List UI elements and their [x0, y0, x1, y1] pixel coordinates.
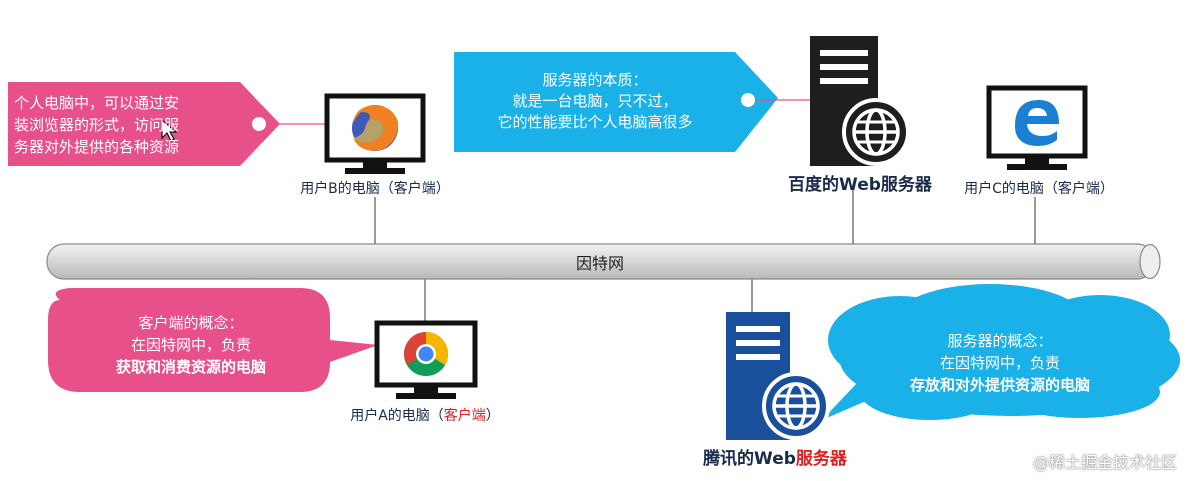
server-globe-icon	[762, 372, 830, 440]
callout-line: 就是一台电脑，只不过，	[512, 92, 678, 110]
firefox-icon	[352, 105, 399, 151]
callout-line: 装浏览器的形式，访问服	[14, 116, 180, 134]
baidu-server-label: 百度的Web服务器	[788, 175, 932, 195]
user-a-label-highlight: 客户端	[443, 408, 486, 424]
user-a-label-prefix: 用户A的电脑（	[350, 408, 444, 424]
internet-label: 因特网	[575, 254, 624, 273]
callout-line: 在因特网中，负责	[130, 336, 251, 354]
callout-personal-pc-shape	[8, 82, 327, 166]
callout-line: 它的性能要比个人电脑高很多	[497, 113, 693, 131]
callout-line: 存放和对外提供资源的电脑	[909, 376, 1090, 394]
user-b-label: 用户B的电脑（客户端）	[300, 181, 450, 197]
tencent-server-label-prefix: 腾讯的Web	[703, 449, 796, 469]
user-a-label-suffix: ）	[485, 408, 500, 424]
callout-line: 服务器的概念：	[947, 332, 1053, 350]
tencent-server	[726, 312, 830, 440]
callout-server-concept-shape	[822, 284, 1180, 420]
internet-pipe	[46, 243, 1161, 280]
callout-line: 在因特网中，负责	[939, 354, 1060, 372]
callout-line: 务器对外提供的各种资源	[14, 138, 180, 156]
tencent-server-label: 腾讯的Web服务器	[690, 444, 860, 469]
watermark: @稀土掘金技术社区	[1032, 453, 1177, 472]
callout-server-essence-shape	[454, 52, 810, 152]
edge-icon	[1015, 100, 1059, 146]
callout-server-essence: 服务器的本质： 就是一台电脑，只不过， 它的性能要比个人电脑高很多	[456, 70, 734, 133]
callout-client-concept-shape	[48, 288, 378, 392]
baidu-server	[810, 36, 910, 166]
user-a-label: 用户A的电脑（客户端）	[330, 405, 520, 425]
tencent-server-label-highlight: 服务器	[795, 449, 847, 469]
connector-lines	[374, 190, 1036, 322]
callout-personal-pc: 个人电脑中，可以通过安 装浏览器的形式，访问服 务器对外提供的各种资源	[10, 92, 242, 158]
callout-line: 个人电脑中，可以通过安	[14, 94, 180, 112]
callout-server-concept: 服务器的概念： 在因特网中，负责 存放和对外提供资源的电脑	[850, 330, 1150, 396]
callout-line: 服务器的本质：	[542, 71, 648, 89]
monitor-user-b	[324, 93, 426, 174]
chrome-icon	[404, 332, 448, 376]
callout-client-concept: 客户端的概念： 在因特网中，负责 获取和消费资源的电脑	[56, 312, 326, 378]
server-globe-icon	[842, 98, 910, 166]
callout-line: 获取和消费资源的电脑	[115, 358, 266, 376]
callout-line: 客户端的概念：	[138, 314, 244, 332]
monitor-user-a	[374, 320, 478, 399]
monitor-user-c	[986, 85, 1088, 170]
mouse-cursor-icon	[161, 118, 178, 142]
user-c-label: 用户C的电脑（客户端）	[964, 181, 1114, 197]
